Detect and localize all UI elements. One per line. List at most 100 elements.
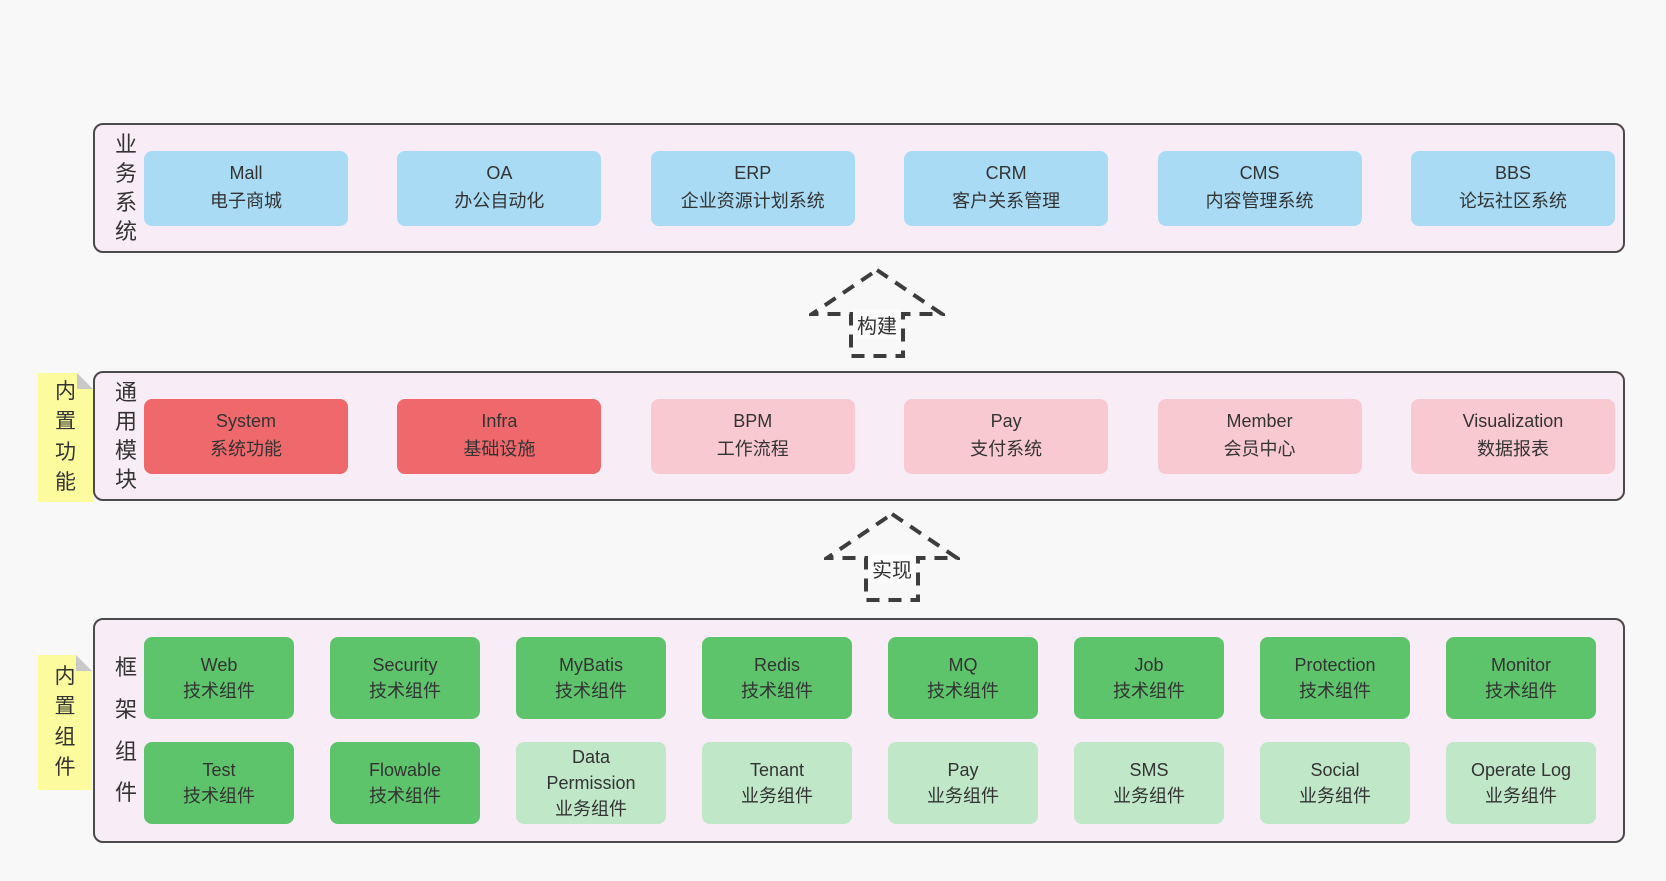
box-subtitle: 业务组件 [927,786,999,806]
box-erp: ERP 企业资源计划系统 [650,150,855,226]
dashed-up-arrow-icon [824,511,960,602]
box-cms: CMS 内容管理系统 [1157,150,1362,226]
box-subtitle: 技术组件 [555,681,627,701]
box-subtitle: 业务组件 [1485,786,1557,806]
box-subtitle: 办公自动化 [454,191,545,211]
box-title: Monitor [1490,654,1552,675]
box-subtitle: 技术组件 [1113,681,1185,701]
box-title: Mall [229,163,263,184]
section-label-framework: 框架组件 [114,654,137,806]
box-title: Pay [947,759,979,780]
box-title: Web [200,654,238,675]
sticky-note-builtin-features: 内置功能 [38,373,93,502]
box-title: SMS [1129,759,1169,780]
box-subtitle: 支付系统 [970,439,1043,459]
box-mq: MQ 技术组件 [888,637,1038,719]
box-subtitle: 系统功能 [210,439,282,459]
box-title: Security [372,654,438,675]
box-tenant: Tenant 业务组件 [702,742,852,824]
box-subtitle: 客户关系管理 [952,191,1061,211]
box-crm: CRM 客户关系管理 [904,150,1109,226]
sticky-note-builtin-components: 内置组件 [38,655,92,790]
box-subtitle: 基础设施 [463,439,536,459]
box-title: Visualization [1462,411,1564,432]
box-title: Operate Log [1470,759,1572,780]
box-title: Social [1310,759,1360,780]
box-mall: Mall 电子商城 [144,150,348,226]
box-subtitle: 数据报表 [1476,439,1549,459]
box-sms: SMS 业务组件 [1074,742,1224,824]
box-infra: Infra 基础设施 [397,398,602,474]
framework-box-row-2: Test 技术组件 Flowable 技术组件 Data Permission … [144,742,1596,824]
box-subtitle: 技术组件 [1299,681,1371,701]
sticky-note-text: 内置组件 [54,664,76,779]
box-bpm: BPM 工作流程 [650,398,855,474]
box-title: System [215,411,276,432]
box-subtitle: 电子商城 [210,191,282,211]
box-pay-module: Pay 支付系统 [904,398,1109,474]
box-subtitle: 论坛社区系统 [1458,191,1567,211]
box-subtitle: 技术组件 [741,681,813,701]
box-subtitle: 技术组件 [183,681,255,701]
box-subtitle: 内容管理系统 [1205,191,1314,211]
box-title: Redis [753,654,801,675]
section-label-business: 业务系统 [114,131,137,245]
box-title: Protection [1294,654,1376,675]
folded-corner-icon [76,655,92,671]
box-mybatis: MyBatis 技术组件 [516,637,666,719]
box-title: Job [1134,654,1164,675]
sticky-note-text: 内置功能 [55,379,76,494]
box-subtitle: 业务组件 [741,786,813,806]
box-title: MyBatis [558,654,623,675]
box-title: CMS [1239,163,1280,184]
box-title: Pay [990,411,1022,432]
box-visualization: Visualization 数据报表 [1410,398,1615,474]
box-title: CRM [985,163,1027,184]
box-title: Flowable [368,759,442,780]
box-subtitle: 企业资源计划系统 [680,191,825,211]
box-subtitle: 业务组件 [1299,786,1371,806]
box-test: Test 技术组件 [144,742,294,824]
framework-box-row-1: Web 技术组件 Security 技术组件 MyBatis 技术组件 Redi… [144,637,1596,719]
box-social: Social 业务组件 [1260,742,1410,824]
box-monitor: Monitor 技术组件 [1446,637,1596,719]
box-title: Test [202,759,236,780]
box-subtitle: 技术组件 [183,786,255,806]
box-oa: OA 办公自动化 [397,150,602,226]
business-box-row: Mall 电子商城 OA 办公自动化 ERP 企业资源计划系统 CRM 客户关系… [144,150,1623,226]
box-redis: Redis 技术组件 [702,637,852,719]
arrow-implement-label: 实现 [868,554,916,583]
box-title: BPM [733,411,773,432]
box-subtitle: 会员中心 [1223,439,1296,459]
box-title: ERP [734,163,772,184]
box-subtitle: 业务组件 [555,799,627,820]
section-business-systems: 业务系统 Mall 电子商城 OA 办公自动化 ERP 企业资源计划系统 CRM… [93,123,1625,253]
box-subtitle: 技术组件 [1485,681,1557,701]
modules-box-row: System 系统功能 Infra 基础设施 BPM 工作流程 Pay 支付系统… [144,398,1623,474]
box-member: Member 会员中心 [1157,398,1362,474]
box-pay-component: Pay 业务组件 [888,742,1038,824]
box-data-permission: Data Permission 业务组件 [516,742,666,824]
section-framework-components: 框架组件 Web 技术组件 Security 技术组件 MyBatis 技术组件… [93,618,1625,843]
box-operate-log: Operate Log 业务组件 [1446,742,1596,824]
box-subtitle: 技术组件 [369,786,441,806]
section-common-modules: 通用模块 System 系统功能 Infra 基础设施 BPM 工作流程 Pay… [93,371,1625,501]
box-subtitle: 技术组件 [369,681,441,701]
box-job: Job 技术组件 [1074,637,1224,719]
framework-rows: Web 技术组件 Security 技术组件 MyBatis 技术组件 Redi… [144,637,1623,824]
box-subtitle: 技术组件 [927,681,999,701]
box-protection: Protection 技术组件 [1260,637,1410,719]
folded-corner-icon [77,373,93,389]
box-web: Web 技术组件 [144,637,294,719]
arrow-build-label: 构建 [853,310,901,339]
box-title: BBS [1494,163,1531,184]
box-flowable: Flowable 技术组件 [330,742,480,824]
box-title: MQ [948,654,978,675]
box-title: Data Permission [546,746,636,793]
box-security: Security 技术组件 [330,637,480,719]
dashed-up-arrow-icon [809,267,945,358]
box-subtitle: 业务组件 [1113,786,1185,806]
section-label-modules: 通用模块 [114,379,137,493]
box-title: OA [486,163,513,184]
box-bbs: BBS 论坛社区系统 [1410,150,1615,226]
